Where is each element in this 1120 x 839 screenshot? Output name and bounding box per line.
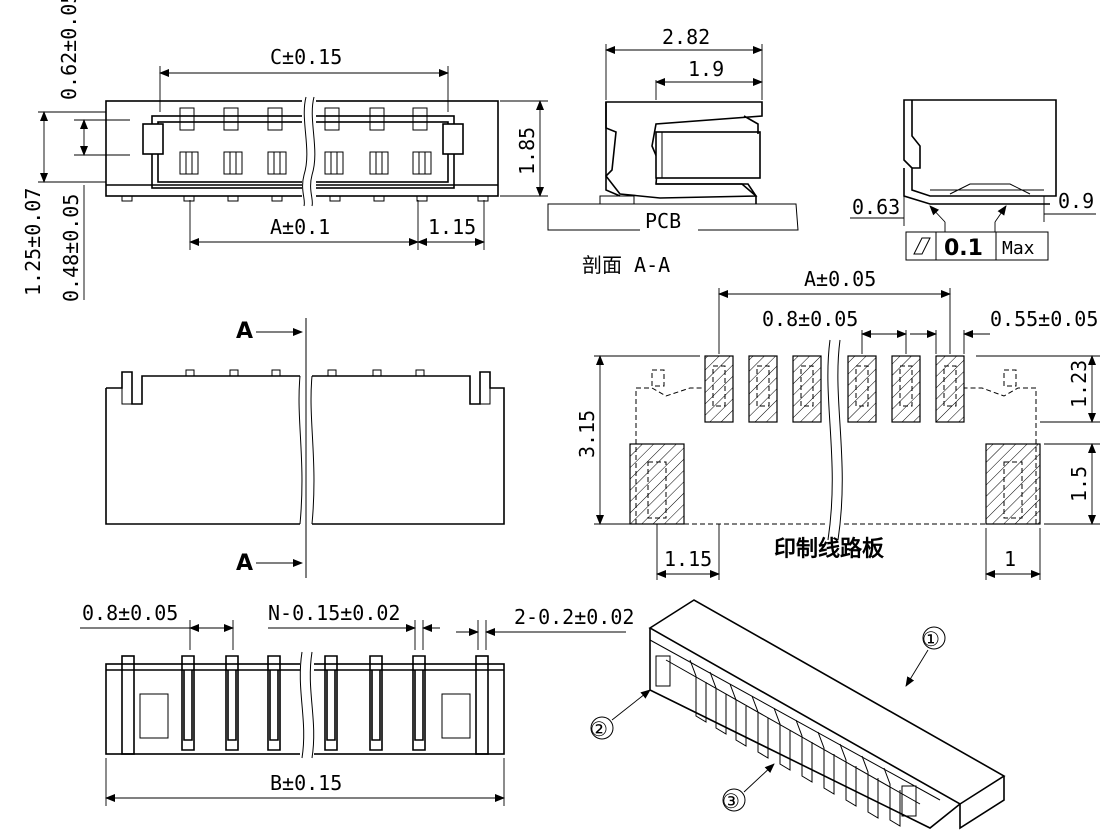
cut-marker-a-top: A xyxy=(236,319,253,344)
pcb-dim-a: A±0.05 xyxy=(804,267,876,291)
bottom-dim-0-8: 0.8±0.05 xyxy=(82,601,178,625)
front-view: A A xyxy=(105,318,505,578)
dim-0-63: 0.63 xyxy=(852,195,900,219)
dim-1-25: 1.25±0.07 xyxy=(21,188,45,296)
callout-1: ① xyxy=(922,627,940,651)
top-view-pins-upper xyxy=(179,107,428,131)
flatness-tolerance-frame: 0.1 Max xyxy=(905,231,1049,261)
flatness-max: Max xyxy=(1002,238,1035,259)
bottom-dim-b: B±0.15 xyxy=(270,771,342,795)
section-a-a: PCB 2.82 1.9 剖面 A-A xyxy=(547,25,799,277)
dim-1-15: 1.15 xyxy=(428,215,476,239)
pcb-dim-1-15: 1.15 xyxy=(664,547,712,571)
isometric-view: ① ② ③ xyxy=(590,599,1006,830)
dim-a: A±0.1 xyxy=(270,215,330,239)
pcb-board-label: 印制线路板 xyxy=(774,536,885,562)
pcb-dim-1: 1 xyxy=(1004,547,1016,571)
top-view-pins-lower xyxy=(179,151,432,175)
pcb-dim-1-5: 1.5 xyxy=(1067,466,1091,502)
pcb-dim-3-15: 3.15 xyxy=(575,410,599,458)
dim-1-85: 1.85 xyxy=(515,127,539,175)
dim-2-82: 2.82 xyxy=(662,25,710,49)
dim-0-48: 0.48±0.05 xyxy=(59,194,83,302)
bottom-view-pins xyxy=(181,655,426,751)
cut-marker-a-bottom: A xyxy=(236,551,253,576)
pcb-layout: A±0.05 0.8±0.05 0.55±0.05 1.23 1.5 3.15 … xyxy=(575,267,1100,580)
top-view: C±0.15 A±0.1 1.15 1.85 0.62±0.05 1.25±0.… xyxy=(21,0,548,302)
bottom-view: 0.8±0.05 N-0.15±0.02 2-0.2±0.02 B±0.15 xyxy=(80,601,634,806)
section-label: 剖面 A-A xyxy=(582,253,670,277)
dim-0-9: 0.9 xyxy=(1058,189,1094,213)
pcb-dim-0-8: 0.8±0.05 xyxy=(762,307,858,331)
callout-3: ③ xyxy=(722,789,740,813)
pcb-label: PCB xyxy=(645,209,681,233)
pcb-dim-0-55: 0.55±0.05 xyxy=(990,307,1098,331)
iso-pins xyxy=(689,659,901,827)
bottom-dim-n: N-0.15±0.02 xyxy=(268,601,400,625)
dim-1-9: 1.9 xyxy=(688,57,724,81)
parallelogram-icon xyxy=(913,237,931,255)
bottom-dim-2: 2-0.2±0.02 xyxy=(514,605,634,629)
dim-c: C±0.15 xyxy=(270,45,342,69)
pcb-dim-1-23: 1.23 xyxy=(1067,360,1091,408)
side-view: 0.63 0.9 0.1 Max xyxy=(850,99,1096,261)
callout-2: ② xyxy=(590,717,608,741)
flatness-value: 0.1 xyxy=(944,236,983,261)
dim-0-62: 0.62±0.05 xyxy=(57,0,81,100)
